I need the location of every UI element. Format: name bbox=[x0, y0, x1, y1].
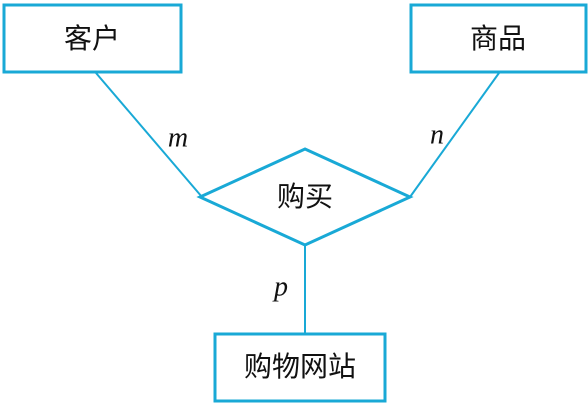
customer-relationship-connector bbox=[95, 72, 203, 198]
customer-cardinality-label: m bbox=[168, 122, 188, 153]
customer-entity-label: 客户 bbox=[64, 22, 120, 55]
product-cardinality-label: n bbox=[430, 119, 444, 150]
shopping-site-entity-label: 购物网站 bbox=[244, 350, 356, 383]
product-relationship-connector bbox=[409, 72, 500, 198]
product-entity: 商品 bbox=[409, 3, 588, 74]
customer-entity: 客户 bbox=[2, 3, 183, 74]
shopping-site-entity: 购物网站 bbox=[213, 332, 387, 403]
product-entity-label: 商品 bbox=[470, 22, 526, 55]
purchase-relationship: 购买 bbox=[196, 147, 414, 247]
shopping-site-cardinality-label: p bbox=[272, 271, 288, 302]
purchase-relationship-label: 购买 bbox=[277, 180, 333, 213]
